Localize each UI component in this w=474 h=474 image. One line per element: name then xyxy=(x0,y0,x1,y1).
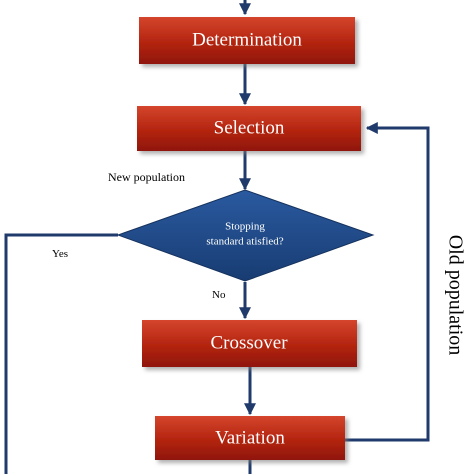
selection-label: Selection xyxy=(214,117,285,138)
crossover-box: Crossover xyxy=(142,320,357,367)
no-label: No xyxy=(212,289,226,301)
variation-label: Variation xyxy=(215,427,285,448)
yes-branch-connector xyxy=(4,233,118,474)
determination-box: Determination xyxy=(139,17,355,64)
yes-label: Yes xyxy=(52,248,68,260)
stopping-decision-diamond: Stopping standard atisfied? xyxy=(116,189,375,282)
old-population-loop-connector xyxy=(345,122,430,442)
decision-label-line2: standard atisfied? xyxy=(206,236,283,248)
new-population-label: New population xyxy=(108,170,185,184)
variation-box: Variation xyxy=(155,416,345,460)
decision-label-line1: Stopping xyxy=(225,221,265,233)
old-population-label: Old population xyxy=(444,235,466,356)
determination-label: Determination xyxy=(192,29,302,50)
crossover-label: Crossover xyxy=(210,332,288,353)
selection-box: Selection xyxy=(137,106,361,151)
